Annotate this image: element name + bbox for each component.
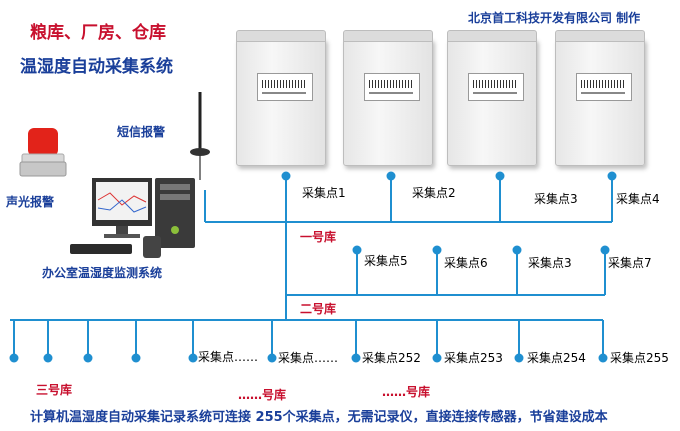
w3-point-254: 采集点254: [527, 351, 586, 365]
w2-point-3: 采集点3: [528, 256, 572, 270]
w3-point-more-b: 采集点……: [278, 351, 339, 365]
title-line1: 粮库、厂房、仓库: [30, 23, 166, 43]
w3-point-252: 采集点252: [362, 351, 421, 365]
more-warehouse-b-label: ……号库: [382, 385, 431, 399]
w2-point-6: 采集点6: [444, 256, 488, 270]
office-computer-icon: [70, 178, 195, 258]
title-line2: 温湿度自动采集系统: [20, 57, 173, 77]
w3-point-253: 采集点253: [444, 351, 503, 365]
w1-point-1: 采集点1: [302, 186, 346, 200]
warehouse3-label: 三号库: [36, 383, 73, 397]
sound-light-alarm-label: 声光报警: [6, 195, 55, 209]
w3-point-more-a: 采集点……: [198, 350, 259, 364]
w1-point-2: 采集点2: [412, 186, 456, 200]
alarm-light-icon: [19, 128, 67, 177]
w3-point-255: 采集点255: [610, 351, 669, 365]
warehouse1-label: 一号库: [300, 230, 337, 244]
footer-description: 计算机温湿度自动采集记录系统可连接 255个采集点，无需记录仪，直接连接传感器，…: [30, 410, 608, 425]
warehouse2-label: 二号库: [300, 302, 337, 316]
w2-point-5: 采集点5: [364, 254, 408, 268]
sms-alarm-label: 短信报警: [117, 125, 166, 139]
w1-point-4: 采集点4: [616, 192, 660, 206]
sensor-device-1: [236, 30, 326, 166]
w2-point-7: 采集点7: [608, 256, 652, 270]
w1-point-3: 采集点3: [534, 192, 578, 206]
sensor-device-2: [343, 30, 433, 166]
office-system-label: 办公室温湿度监测系统: [42, 266, 163, 280]
sensor-device-3: [447, 30, 537, 166]
company-credit: 北京首工科技开发有限公司 制作: [468, 11, 641, 25]
more-warehouse-a-label: ……号库: [238, 388, 287, 402]
sensor-device-4: [555, 30, 645, 166]
antenna-icon: [190, 92, 210, 156]
